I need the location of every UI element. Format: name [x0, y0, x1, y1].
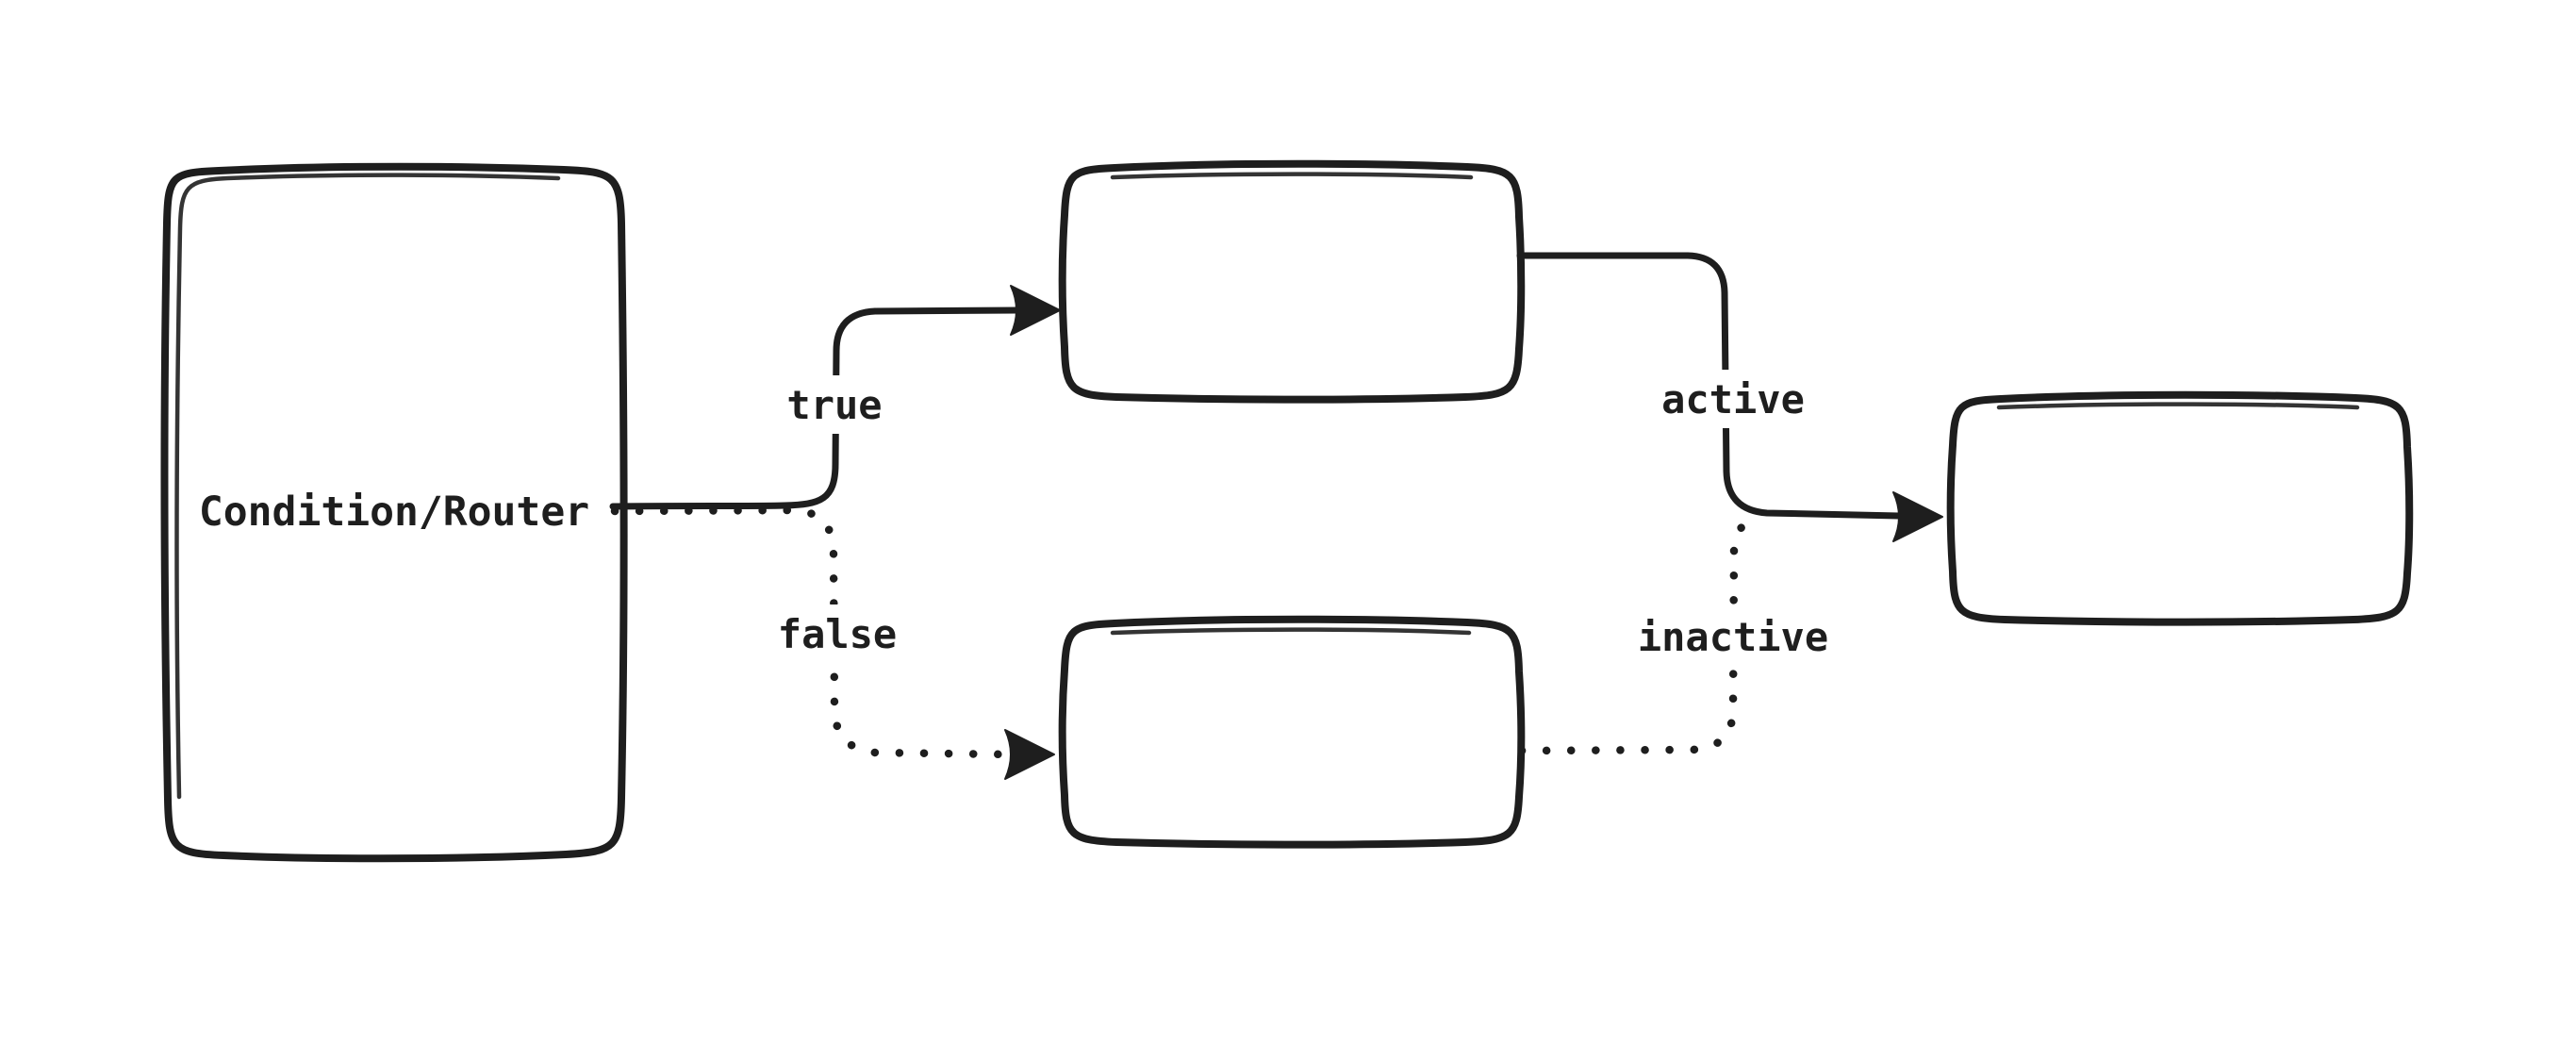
false-edge-label: false: [764, 605, 911, 663]
active-edge-label-bg: [1646, 370, 1820, 428]
active-edge-label-text: active: [1661, 376, 1805, 422]
inactive-edge-line: [1517, 513, 1762, 755]
inactive-edge-label: inactive: [1622, 607, 1844, 666]
inactive-edge-label-text: inactive: [1638, 614, 1828, 660]
true-edge: [609, 285, 1061, 510]
true-edge-line: [609, 306, 1022, 510]
condition-router-box: [160, 162, 628, 863]
active-arrowhead-icon: [1892, 491, 1943, 542]
false-target-box: [1058, 615, 1526, 849]
final-target-box: [1946, 390, 2414, 626]
final-target-box-sketch-stroke: [1996, 402, 2360, 410]
inactive-edge-label-bg: [1622, 607, 1844, 666]
true-edge-label-text: true: [786, 382, 882, 428]
true-edge-label: true: [769, 375, 900, 434]
inactive-edge: [1517, 513, 1762, 755]
false-edge-label-text: false: [778, 611, 897, 657]
condition-router-box-sketch-stroke: [174, 173, 561, 800]
false-target-box-sketch-stroke: [1110, 627, 1472, 636]
true-target-box: [1058, 159, 1526, 404]
condition-router-node: Condition/Router: [160, 162, 628, 863]
false-edge-label-bg: [764, 605, 911, 663]
false-arrowhead-icon: [1004, 729, 1055, 780]
active-edge-label: active: [1646, 370, 1820, 428]
true-edge-label-bg: [769, 375, 900, 434]
true-arrowhead-icon: [1010, 285, 1061, 336]
true-target-box-sketch-stroke: [1110, 172, 1474, 180]
false-target-node: [1058, 615, 1526, 849]
condition-router-label: Condition/Router: [199, 489, 589, 536]
final-target-node: [1946, 390, 2414, 626]
true-target-node: [1058, 159, 1526, 404]
